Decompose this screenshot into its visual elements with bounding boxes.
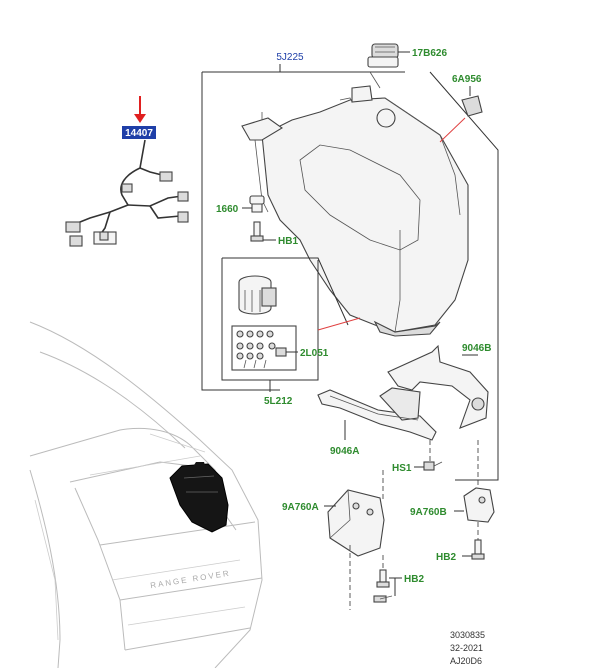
part-label-6a956[interactable]: 6A956: [452, 74, 482, 85]
sub-kit-frame: [221, 257, 361, 392]
part-label-5l212[interactable]: 5L212: [264, 396, 293, 407]
tank-in-vehicle: [169, 462, 229, 533]
wiring-harness: [65, 139, 189, 247]
part-label-hb2-right[interactable]: HB2: [436, 552, 456, 563]
bracket-9046b: [387, 344, 489, 429]
mount-9a760a: [324, 470, 385, 557]
fluid-tank: [241, 85, 469, 337]
vehicle-outline: [29, 321, 263, 668]
highlight-label-box: [122, 126, 156, 139]
mount-9a760b: [454, 440, 495, 523]
screw-hs1: [414, 440, 443, 471]
part-label-14407[interactable]: 14407: [125, 128, 153, 139]
part-label-hb2-left[interactable]: HB2: [404, 574, 424, 585]
footer-ref-1: 3030835: [450, 630, 485, 640]
part-label-hs1[interactable]: HS1: [392, 463, 412, 474]
warning-label: [439, 86, 483, 143]
footer-ref-3: AJ20D6: [450, 656, 482, 666]
part-label-9a760a[interactable]: 9A760A: [282, 502, 319, 513]
part-label-hb1[interactable]: HB1: [278, 236, 298, 247]
part-label-9046b[interactable]: 9046B: [462, 343, 491, 354]
filler-cap: [367, 43, 410, 89]
bolt-hb2-right: [462, 522, 485, 560]
part-label-9a760b[interactable]: 9A760B: [410, 507, 447, 518]
kit-frame: [201, 64, 499, 481]
pump-module: [238, 275, 277, 315]
grommet-1660: [242, 195, 265, 213]
bracket-9046a: [317, 387, 437, 441]
part-label-9046a[interactable]: 9046A: [330, 446, 359, 457]
part-label-1660[interactable]: 1660: [216, 204, 239, 215]
hardware-kit: [231, 325, 298, 371]
footer-ref-2: 32-2021: [450, 643, 483, 653]
bolt-hb2-left: [349, 545, 402, 610]
part-label-17b626[interactable]: 17B626: [412, 48, 447, 59]
highlight-arrow: [134, 96, 146, 123]
bolt-hb1: [250, 221, 276, 242]
part-label-5j225[interactable]: 5J225: [276, 52, 304, 63]
part-label-2l051[interactable]: 2L051: [300, 348, 329, 359]
